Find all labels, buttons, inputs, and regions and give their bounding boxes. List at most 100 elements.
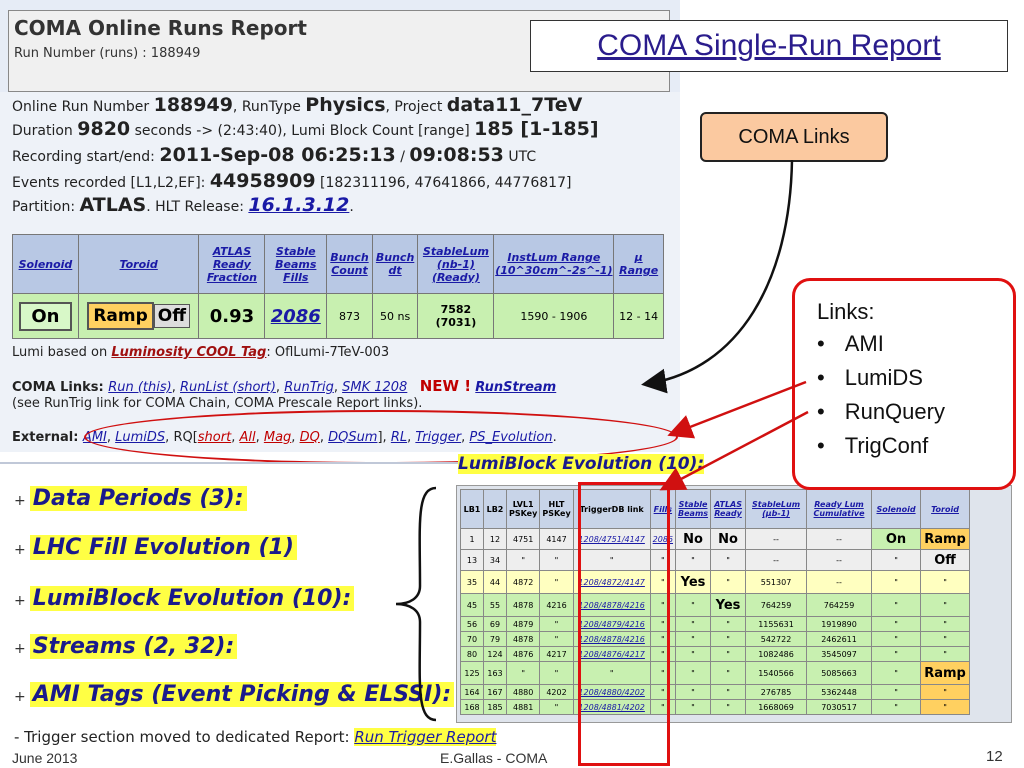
section-lumiblock[interactable]: +LumiBlock Evolution (10): <box>14 586 355 611</box>
runstream-link[interactable]: RunStream <box>475 380 557 395</box>
fill-link[interactable]: 2086 <box>270 305 321 327</box>
col-solenoid[interactable]: Solenoid <box>871 489 922 529</box>
lb-cell: On <box>871 528 922 550</box>
col-header-mu-range[interactable]: μ Range <box>613 234 664 294</box>
section-data-periods[interactable]: +Data Periods (3): <box>14 486 247 511</box>
smk-link[interactable]: SMK 1208 <box>342 380 408 395</box>
lb-cell: " <box>675 646 712 662</box>
lb-cell: " <box>572 549 651 571</box>
lb-cell[interactable]: 1208/4880/4202 <box>572 684 651 700</box>
col-fills[interactable]: Fills <box>649 489 677 529</box>
bunch-dt-value: 50 ns <box>371 293 419 339</box>
lb-cell: " <box>871 699 922 715</box>
col-header-stable-beams-fills[interactable]: Stable Beams Fills <box>264 234 328 294</box>
col-header-toroid[interactable]: Toroid <box>77 234 200 294</box>
run-number-value: 188949 <box>153 94 233 116</box>
toroid-ramp-status: Ramp <box>87 302 154 330</box>
lb-table-header-row: LB1 LB2 LVL1 PSKey HLT PSKey TriggerDB l… <box>460 489 971 529</box>
lb-cell: " <box>710 661 747 685</box>
section-label[interactable]: LumiBlock Evolution (10): <box>29 586 355 611</box>
lumi-cool-tag-link[interactable]: Luminosity COOL Tag <box>111 345 267 360</box>
duration-value: 9820 <box>77 118 131 140</box>
section-ami-tags[interactable]: +AMI Tags (Event Picking & ELSSI): <box>14 682 455 707</box>
col-toroid[interactable]: Toroid <box>920 489 971 529</box>
lb-cell: " <box>572 661 651 685</box>
col-header-stablelum[interactable]: StableLum (nb-1) (Ready) <box>417 234 495 294</box>
col-atlas-ready[interactable]: ATLAS Ready <box>710 489 747 529</box>
lb-cell[interactable]: 1208/4881/4202 <box>572 699 651 715</box>
lb-cell: " <box>710 646 747 662</box>
runtrig-link[interactable]: RunTrig <box>284 380 334 395</box>
lb-cell: " <box>871 631 922 647</box>
lb-cell: " <box>920 593 971 617</box>
section-label[interactable]: LHC Fill Evolution (1) <box>29 535 297 560</box>
section-label[interactable]: Data Periods (3): <box>29 486 247 511</box>
lb-cell: 45 <box>460 593 484 617</box>
lb-cell: Yes <box>675 570 712 594</box>
lb-cell: Off <box>920 549 971 571</box>
expand-icon[interactable]: + <box>14 542 26 558</box>
lb-cell: 5085663 <box>806 661 873 685</box>
runlist-link[interactable]: RunList (short) <box>180 380 276 395</box>
lb-cell: " <box>710 549 747 571</box>
lb-cell: " <box>710 616 747 632</box>
lb-cell: " <box>871 549 922 571</box>
lb-cell: " <box>649 661 677 685</box>
lb-cell: " <box>871 570 922 594</box>
lb-cell: " <box>539 661 574 685</box>
lb-cell: 13 <box>460 549 484 571</box>
run-info-line-1: Online Run Number 188949, RunType Physic… <box>12 94 582 116</box>
run-this-link[interactable]: Run (this) <box>108 380 172 395</box>
col-stablelum[interactable]: StableLum (μb-1) <box>745 489 808 529</box>
lb-cell: " <box>675 699 712 715</box>
lb-cell: 551307 <box>745 570 808 594</box>
col-ready-lum-cumulative[interactable]: Ready Lum Cumulative <box>806 489 873 529</box>
run-info-line-4: Events recorded [L1,L2,EF]: 44958909 [18… <box>12 170 571 192</box>
col-header-bunch-dt[interactable]: Bunch dt <box>371 234 419 294</box>
col-lb2: LB2 <box>483 489 507 529</box>
label: Events recorded [L1,L2,EF]: <box>12 175 210 191</box>
lb-cell: 56 <box>460 616 484 632</box>
col-header-bunch-count[interactable]: Bunch Count <box>326 234 373 294</box>
lb-cell[interactable]: 1208/4872/4147 <box>572 570 651 594</box>
label: UTC <box>503 149 537 165</box>
lb-cell: " <box>871 646 922 662</box>
expand-icon[interactable]: + <box>14 641 26 657</box>
lb-cell: 1540566 <box>745 661 808 685</box>
col-lb1: LB1 <box>460 489 484 529</box>
section-lhc-fill[interactable]: +LHC Fill Evolution (1) <box>14 535 297 560</box>
lb-cell[interactable]: 1208/4879/4216 <box>572 616 651 632</box>
expand-icon[interactable]: + <box>14 593 26 609</box>
col-header-instlum-range[interactable]: InstLum Range (10^30cm^-2s^-1) <box>493 234 615 294</box>
coma-links-label: COMA Links: <box>12 380 109 395</box>
expand-icon[interactable]: + <box>14 493 26 509</box>
section-streams[interactable]: +Streams (2, 32): <box>14 634 238 659</box>
new-badge: NEW ! <box>419 377 472 395</box>
lb-cell[interactable]: 1208/4878/4216 <box>572 593 651 617</box>
lb-cell: Ramp <box>920 661 971 685</box>
footer-author: E.Gallas - COMA <box>440 750 548 766</box>
lb-cell: " <box>871 684 922 700</box>
lb-cell: -- <box>806 528 873 550</box>
lb-cell[interactable]: 1208/4751/4147 <box>572 528 651 550</box>
links-list-title: Links: <box>817 299 875 324</box>
slide-title: COMA Single-Run Report <box>530 20 1008 72</box>
hlt-release-link[interactable]: 16.1.3.12 <box>248 194 350 216</box>
section-label[interactable]: Streams (2, 32): <box>29 634 238 659</box>
col-stable-beams[interactable]: Stable Beams <box>675 489 712 529</box>
lb-cell: " <box>920 684 971 700</box>
col-header-ready-fraction[interactable]: ATLAS Ready Fraction <box>198 234 266 294</box>
lb-cell: " <box>505 549 541 571</box>
col-header-solenoid[interactable]: Solenoid <box>12 234 79 294</box>
lb-cell: " <box>920 699 971 715</box>
lb-cell: " <box>539 570 574 594</box>
expand-icon[interactable]: + <box>14 689 26 705</box>
section-label[interactable]: AMI Tags (Event Picking & ELSSI): <box>29 682 455 707</box>
lb-cell: " <box>675 593 712 617</box>
run-trigger-report-link[interactable]: Run Trigger Report <box>354 728 497 746</box>
